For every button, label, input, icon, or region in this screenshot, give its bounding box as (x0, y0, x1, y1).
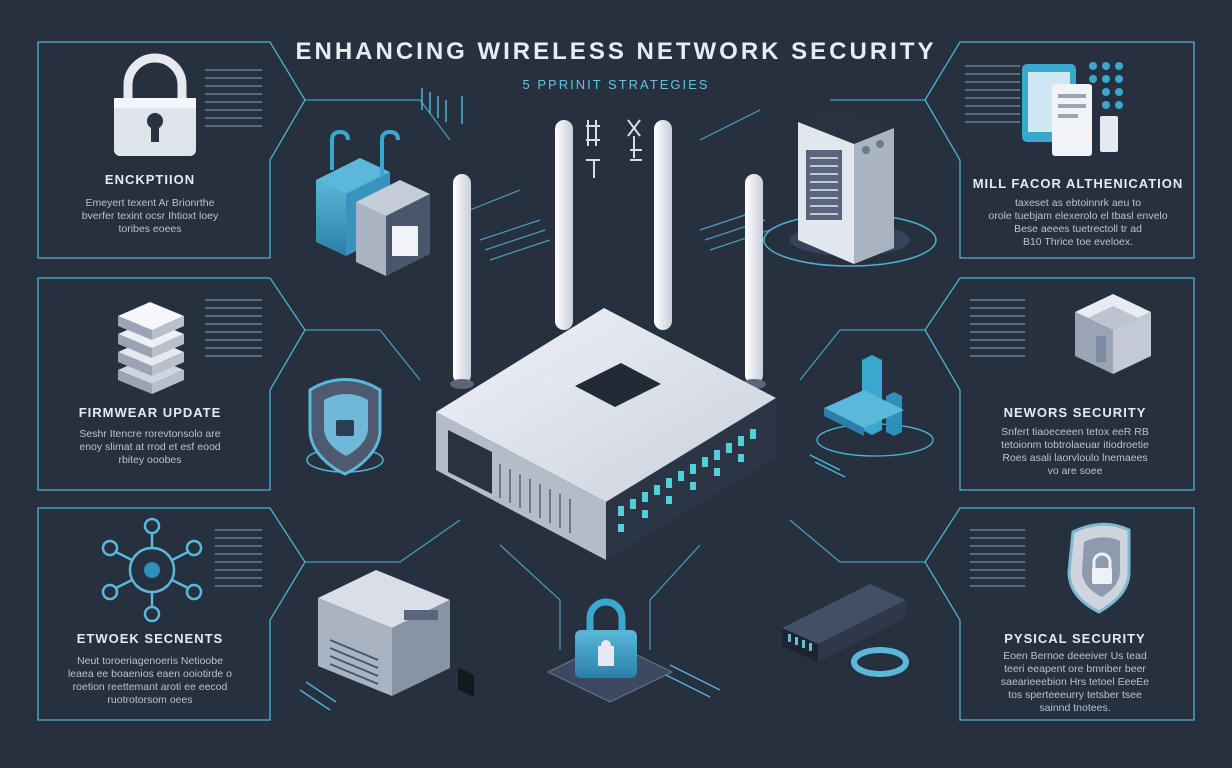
decorative-stripes (205, 65, 1025, 587)
blue-bars-illustration (816, 355, 934, 457)
dash-marks (299, 88, 846, 711)
circuit-lines (305, 99, 925, 650)
panel-network-text: Snfert tiaoeceeen tetox eeR RB tetoionm … (1001, 426, 1149, 477)
panel-network-label: NEWORS SECURITY (1003, 405, 1147, 420)
network-hub-icon (101, 517, 203, 623)
panel-firmware-label: FIRMWEAR UPDATE (78, 405, 222, 420)
server-illustration (763, 106, 937, 267)
padlock-pad-icon (546, 598, 674, 703)
panel-physical-text: Eoen Bernoe deeeiver Us tead teeri eeape… (1000, 650, 1150, 714)
router-illustration (436, 308, 776, 698)
cube-icon (1075, 294, 1151, 374)
panel-encryption-label: ENCKPTIION (104, 172, 196, 187)
panel-encryption-text: Emeyert texent Ar Brionrthe bverfer texi… (81, 197, 219, 235)
glyph-marks (586, 119, 642, 178)
panel-segments-text: Neut toroeriagenoeris Netioobe leaea ee … (67, 655, 233, 706)
panel-frames (37, 41, 1195, 721)
panel-mfa-label: MILL FACOR ALTHENICATION (972, 176, 1184, 191)
page-title: ENHANCING WIRELESS NETWORK SECURITY (295, 38, 937, 65)
network-switch-illustration (782, 584, 909, 677)
padlock-icon (114, 53, 196, 156)
panel-firmware-text: Seshr Itencre rorevtonsolo are enoy slim… (79, 428, 221, 466)
shield-lock-icon (1067, 522, 1131, 614)
panel-physical-label: PYSICAL SECURITY (1004, 631, 1146, 646)
page-subtitle: 5 PPRINIT STRATEGIES (522, 77, 710, 92)
shield-icon (306, 378, 384, 476)
box-device-illustration (318, 570, 450, 696)
panel-segments-label: ETWOEK SECNENTS (76, 631, 224, 646)
mobile-devices-icon (1022, 62, 1123, 156)
panel-mfa-text: taxeset as ebtoinnrk aeu to orole tuebja… (988, 197, 1168, 248)
stacked-layers-icon (118, 302, 184, 394)
blue-cards-illustration (316, 129, 430, 276)
